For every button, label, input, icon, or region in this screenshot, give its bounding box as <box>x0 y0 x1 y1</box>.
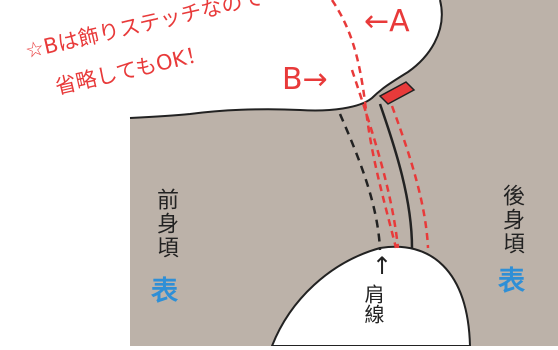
shoulder-arrow: ↑ <box>372 252 393 280</box>
back-face-label: 表 <box>498 266 525 297</box>
seam-solid <box>378 103 414 249</box>
front-face-label: 表 <box>151 276 178 307</box>
seam-dashed <box>338 113 382 251</box>
fabric-body <box>130 0 558 346</box>
back-panel-label: 後身頃 <box>499 184 524 256</box>
marker-b: B→ <box>282 62 328 97</box>
stitch-b-right <box>390 105 430 249</box>
neckline-outline <box>129 0 443 119</box>
shoulder-line-label: 肩線 <box>361 284 385 324</box>
red-tag <box>378 81 416 105</box>
stitch-a <box>330 0 398 249</box>
front-panel-label: 前身頃 <box>153 188 178 260</box>
marker-a: ←A <box>364 4 410 39</box>
